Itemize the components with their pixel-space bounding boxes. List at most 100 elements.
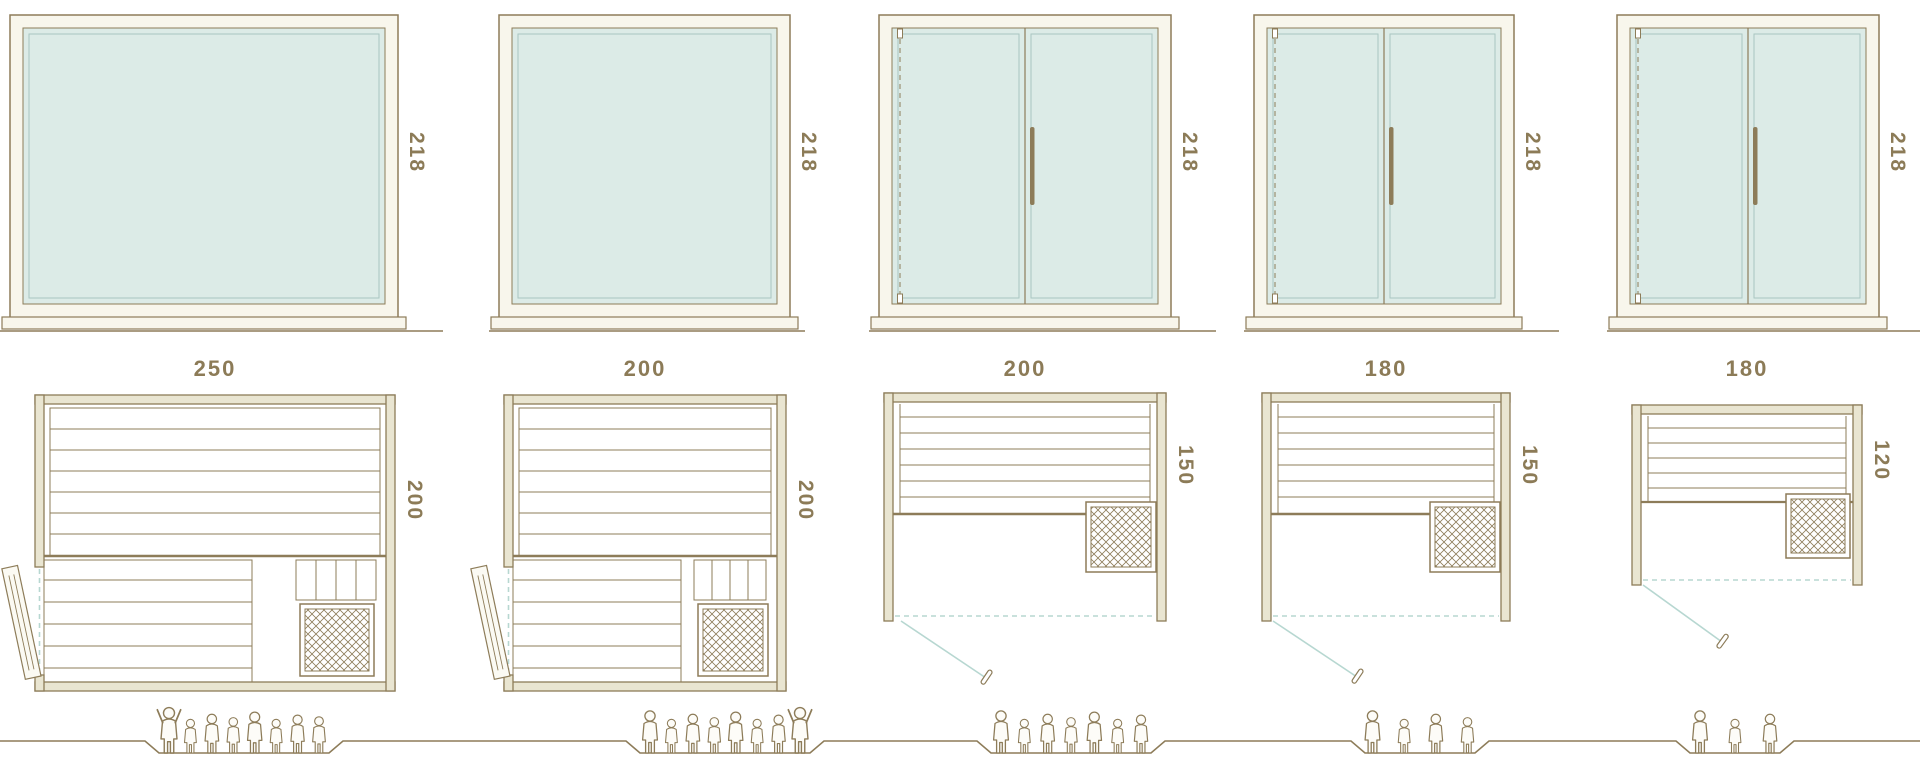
door-handle (1753, 127, 1758, 205)
back-bench-planks (1641, 416, 1853, 504)
heater-hatch (1090, 506, 1152, 568)
width-dimension: 200 (1003, 356, 1047, 381)
heater (299, 603, 375, 677)
heater (697, 603, 769, 677)
back-bench-planks (1271, 404, 1501, 516)
glass-panel (22, 27, 386, 305)
height-dimension: 218 (1178, 132, 1201, 174)
sill (1245, 316, 1523, 330)
heater-backrest (295, 559, 377, 601)
height-dimension: 218 (1521, 132, 1544, 174)
person-icon (290, 714, 305, 754)
glass-edge-line (517, 33, 772, 299)
person-icon (750, 718, 764, 754)
person-icon (1762, 713, 1778, 754)
person-icon (641, 710, 659, 754)
width-dimension: 250 (193, 356, 237, 381)
person-icon (226, 717, 241, 754)
plan-walls (503, 394, 787, 692)
width-dimension: 180 (1364, 356, 1408, 381)
plan-model-3 (883, 392, 1167, 685)
hinge-icon (897, 28, 903, 39)
plan-model-1 (1, 394, 396, 692)
hinge-icon (1272, 28, 1278, 39)
person-icon (1428, 713, 1444, 754)
height-dimension: 218 (797, 132, 820, 174)
width-dimension: 180 (1725, 356, 1769, 381)
capacity-group-model-4 (1364, 710, 1475, 754)
plan-model-2 (470, 394, 787, 692)
hinge-icon (1635, 293, 1641, 304)
capacity-strip (0, 688, 1920, 770)
person-icon (1397, 718, 1411, 754)
glass-edge-line (28, 33, 380, 299)
elevation-model-2 (489, 14, 805, 332)
front-bench-planks (512, 559, 682, 683)
person-icon (1728, 718, 1742, 754)
depth-dimension: 200 (794, 480, 817, 522)
sill (1608, 316, 1888, 330)
person-icon (269, 718, 283, 754)
person-icon (685, 713, 701, 754)
heater-hatch (1434, 506, 1496, 568)
glass-panel (511, 27, 778, 305)
person-icon (1111, 718, 1125, 754)
heater (1085, 501, 1157, 573)
elevation-model-1 (0, 14, 443, 332)
heater-hatch (1790, 498, 1846, 554)
heater-hatch (304, 608, 370, 672)
height-dimension: 218 (405, 132, 428, 174)
depth-dimension: 120 (1870, 440, 1893, 482)
person-icon (1064, 717, 1078, 754)
person-icon (312, 716, 326, 754)
hinge-icon (897, 293, 903, 304)
capacity-group-model-5 (1691, 710, 1778, 754)
heater (1429, 501, 1501, 573)
sill (1, 316, 407, 330)
capacity-group-model-2 (641, 708, 812, 754)
depth-dimension: 150 (1518, 445, 1541, 487)
person-icon (788, 708, 811, 753)
door-leaf-open (470, 564, 511, 681)
heater (1785, 493, 1851, 559)
sill (870, 316, 1180, 330)
door-handle (1030, 127, 1035, 205)
heater-backrest (693, 559, 767, 601)
person-icon (157, 708, 180, 753)
hinge-icon (1635, 28, 1641, 39)
sill (490, 316, 799, 330)
door-handle (1389, 127, 1394, 205)
heater-hatch (702, 608, 764, 672)
door-swing-line (1272, 620, 1358, 678)
hinge-icon (1272, 293, 1278, 304)
person-icon (246, 711, 263, 754)
person-icon (1460, 717, 1475, 754)
plan-model-5 (1631, 404, 1863, 649)
door-leaf-open (1, 564, 42, 681)
back-bench-planks (44, 407, 386, 558)
glass-edge-line (1272, 33, 1379, 299)
person-icon (992, 710, 1010, 754)
person-icon (204, 713, 220, 754)
person-icon (727, 711, 744, 754)
door-handle-plan-icon (1351, 668, 1364, 684)
door-handle-plan-icon (1716, 633, 1729, 649)
ground-line (0, 740, 1920, 754)
person-icon (1364, 710, 1381, 754)
person-icon (1691, 710, 1709, 754)
back-bench-planks (893, 404, 1157, 516)
plan-walls (883, 392, 1167, 622)
person-icon (1017, 718, 1031, 754)
person-icon (1040, 713, 1056, 754)
person-icon (707, 717, 722, 754)
depth-dimension: 200 (403, 480, 426, 522)
width-dimension: 200 (623, 356, 667, 381)
door-swing-line (1642, 584, 1723, 643)
person-icon (664, 718, 678, 754)
glass-edge-line (1635, 33, 1743, 299)
front-bench-planks (43, 559, 253, 683)
person-icon (1086, 711, 1103, 754)
person-icon (1133, 714, 1149, 754)
plan-model-4 (1261, 392, 1511, 684)
